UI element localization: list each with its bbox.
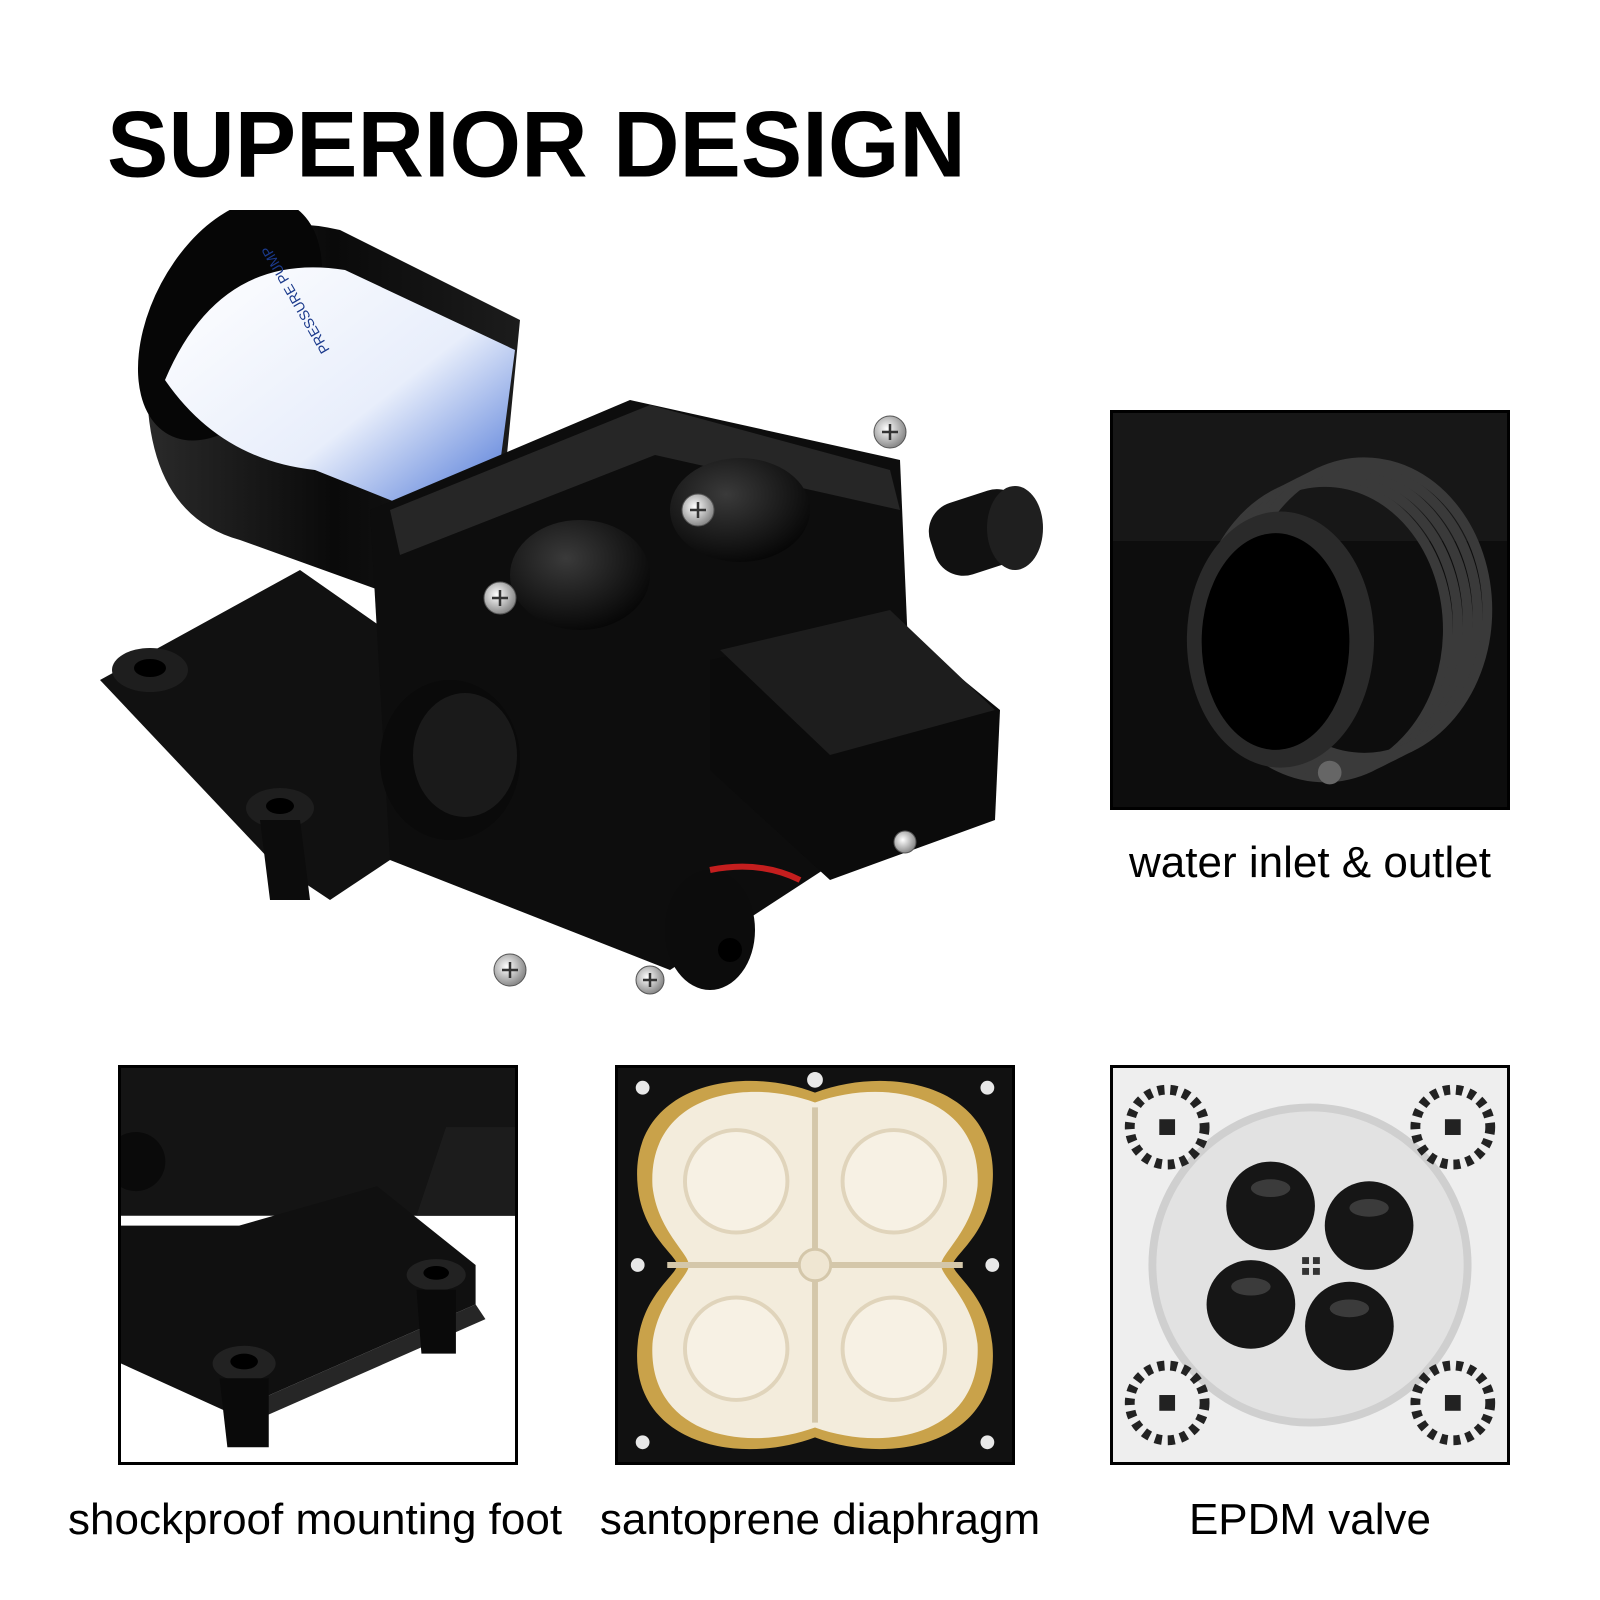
caption-valve: EPDM valve [1188,1495,1432,1544]
diaphragm-image [615,1065,1015,1465]
headline: SUPERIOR DESIGN [107,93,966,198]
pump-product-image: PRESSURE PUMP [70,199,1080,1030]
caption-diaphragm: santoprene diaphragm [599,1495,1041,1544]
water-inlet-outlet-image [1110,410,1510,810]
caption-water-inlet-outlet: water inlet & outlet [1129,838,1491,887]
valve-image [1110,1065,1510,1465]
mounting-foot-image [118,1065,518,1465]
caption-mounting-foot: shockproof mounting foot [68,1495,563,1544]
